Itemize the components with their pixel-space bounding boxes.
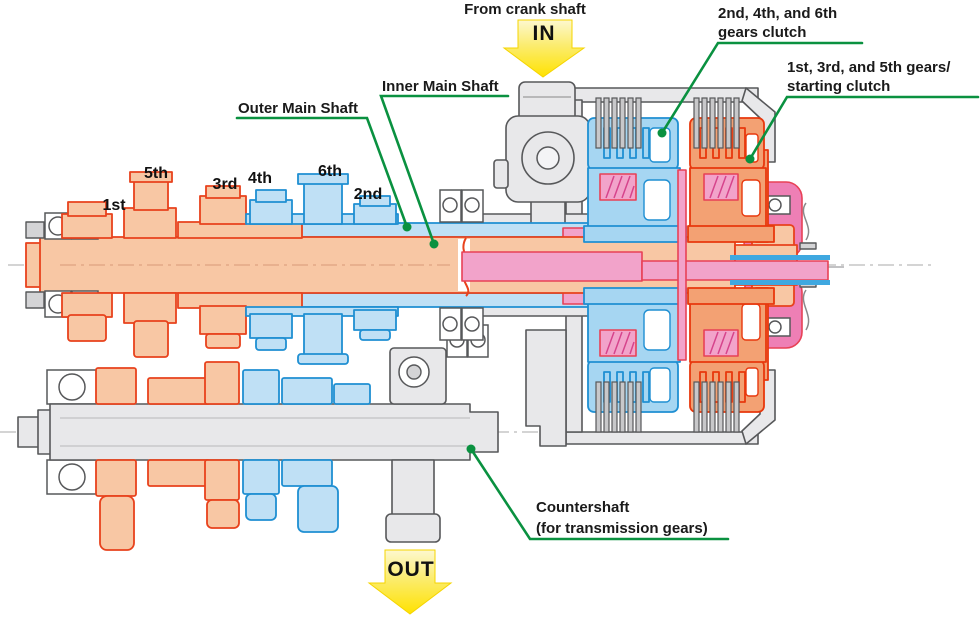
gear-label-5th: 5th (144, 165, 168, 182)
label-out: OUT (387, 558, 434, 581)
inner-shaft-core (461, 251, 643, 282)
out-arrow (367, 549, 453, 615)
label-countershaft-line1: Countershaft (536, 499, 629, 516)
in-arrow (502, 19, 586, 78)
main-shaft-right-bearings (439, 189, 484, 341)
outer-main-shaft (239, 222, 599, 308)
label-clutch-135-line1: 1st, 3rd, and 5th gears/ (787, 59, 951, 76)
gear-label-6th: 6th (318, 163, 342, 180)
countershaft-assembly (17, 324, 499, 551)
clutch-246 (583, 97, 687, 433)
label-countershaft-line2: (for transmission gears) (536, 520, 708, 537)
label-clutch-246-line1: 2nd, 4th, and 6th (718, 5, 837, 22)
gear-label-4th: 4th (248, 170, 272, 187)
label-from-crank-shaft: From crank shaft (464, 1, 586, 18)
gears-246-blue (245, 173, 399, 365)
annotations (235, 41, 980, 541)
label-clutch-135-line2: starting clutch (787, 78, 890, 95)
clutch-135 (677, 97, 775, 433)
label-inner-main-shaft: Inner Main Shaft (382, 78, 499, 95)
gear-label-2nd: 2nd (354, 186, 382, 203)
label-in: IN (533, 22, 556, 45)
gear-label-3rd: 3rd (213, 176, 238, 193)
clutch-housing (479, 87, 776, 447)
clutch-center-web (677, 169, 687, 361)
countershaft-shaft (49, 403, 499, 461)
label-outer-main-shaft: Outer Main Shaft (238, 100, 358, 117)
input-primary-gear (493, 81, 591, 241)
label-clutch-246-line2: gears clutch (718, 24, 806, 41)
gear-label-1st: 1st (102, 197, 126, 214)
gears-135-salmon (61, 171, 303, 358)
